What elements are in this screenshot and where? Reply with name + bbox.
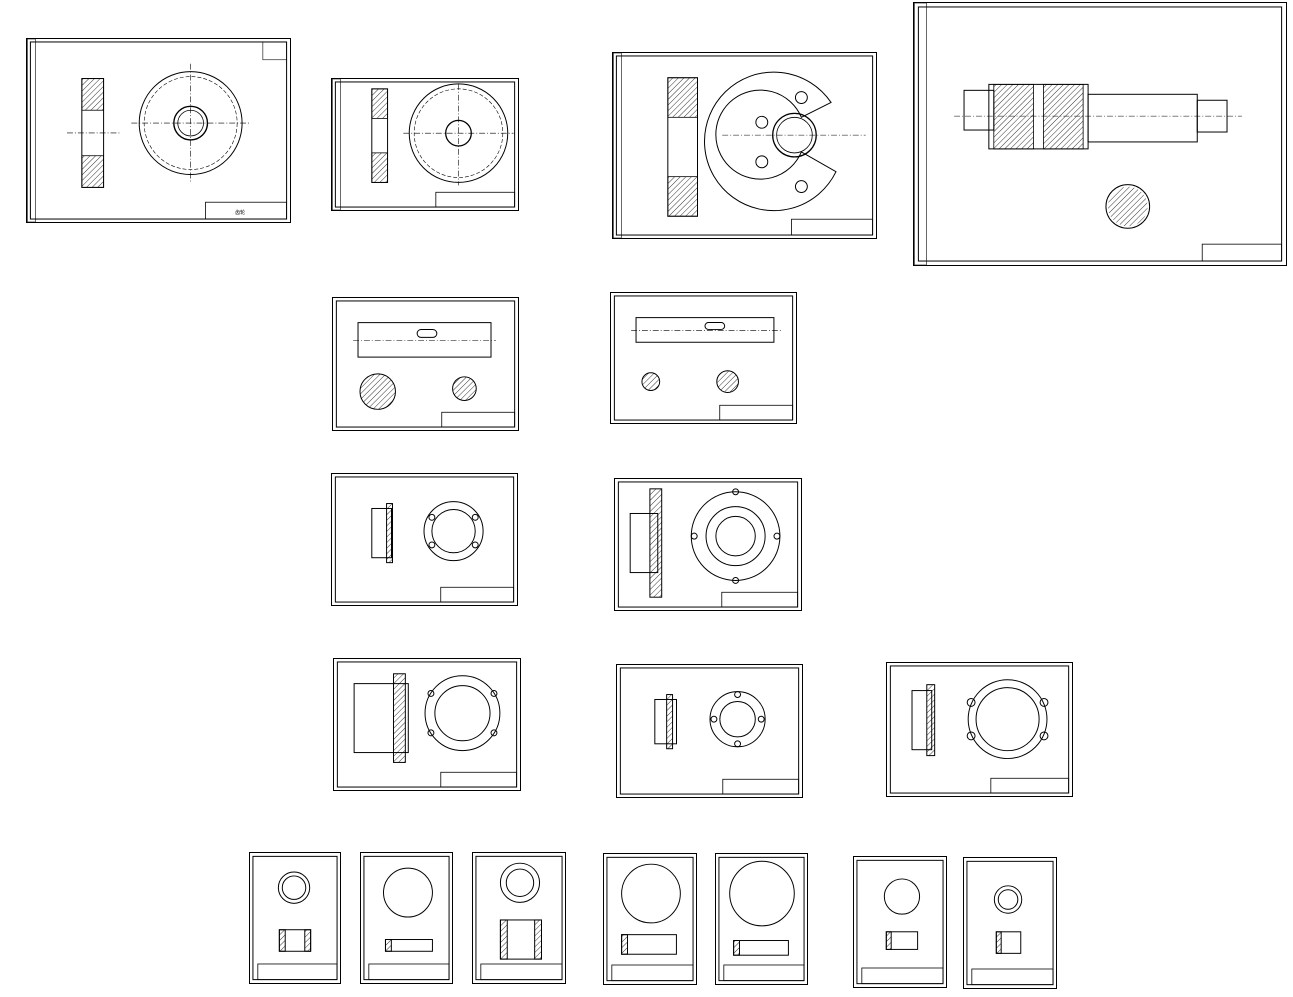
sheet-end-cover-3[interactable] [333,658,521,791]
sleeve-drawing-3 [475,855,563,981]
sheet-shaft-large[interactable] [913,2,1287,266]
sheet-sector-gear[interactable] [612,52,877,239]
sheet-end-cover-1[interactable] [331,473,518,606]
gear-shaft-drawing-1 [335,300,516,428]
sheet-sleeve-7[interactable] [963,857,1057,989]
sheet-end-cover-4[interactable] [616,664,803,798]
sector-gear-drawing [613,52,874,239]
svg-text:齿轮: 齿轮 [235,209,245,216]
sleeve-drawing-1 [252,855,338,981]
gear-drawing-1: 齿轮 [27,38,288,223]
sheet-end-cover-2[interactable] [614,478,802,611]
sheet-gear-shaft-1[interactable] [332,297,519,431]
sheet-gear-2[interactable] [331,78,519,211]
end-cover-drawing-1 [334,476,515,603]
sheet-sleeve-3[interactable] [472,852,566,984]
sheet-end-cover-5[interactable] [886,662,1073,797]
sleeve-drawing-5 [718,856,805,982]
sheet-sleeve-1[interactable] [249,852,341,984]
sleeve-drawing-2 [363,855,450,981]
sleeve-drawing-4 [606,856,694,982]
sheet-sleeve-6[interactable] [853,856,947,988]
end-cover-drawing-2 [617,481,799,608]
end-cover-drawing-4 [619,667,800,795]
gear-drawing-2 [332,78,516,211]
end-cover-drawing-5 [889,665,1070,794]
sheet-sleeve-4[interactable] [603,853,697,985]
gear-shaft-drawing-2 [613,295,794,421]
sheet-sleeve-5[interactable] [715,853,808,985]
sheet-gear-1[interactable]: 齿轮 [26,38,291,223]
end-cover-drawing-3 [336,661,518,788]
sheet-gear-shaft-2[interactable] [610,292,797,424]
sleeve-drawing-6 [856,859,944,985]
sheet-sleeve-2[interactable] [360,852,453,984]
shaft-large-drawing [914,2,1283,266]
sleeve-drawing-7 [966,860,1054,986]
